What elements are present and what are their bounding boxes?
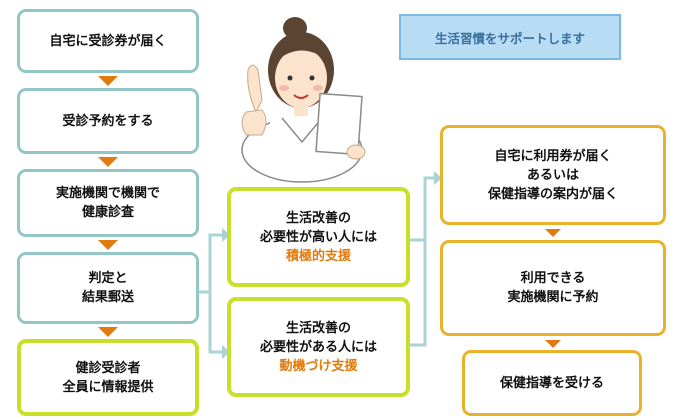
- step-book-checkup: 受診予約をする: [17, 88, 199, 154]
- motivational-support-box: 生活改善の 必要性がある人には 動機づけ支援: [227, 297, 410, 397]
- step-text-line: 健康診査: [81, 205, 134, 220]
- step-text-line: 健診受診者: [75, 360, 141, 376]
- box-text-line: 必要性が高い人には: [259, 229, 377, 245]
- step-book-provider: 利用できる 実施機関に予約: [440, 240, 666, 336]
- step-receive-guidance: 保健指導を受ける: [462, 350, 642, 416]
- arrowhead-intensive: [222, 228, 230, 242]
- motivational-support-label: 動機づけ支援: [279, 358, 358, 374]
- intensive-support-label: 積極的支援: [285, 248, 351, 264]
- down-arrow-1: [98, 76, 118, 86]
- down-arrow-right-2: [545, 340, 561, 348]
- step-receive-checkup-ticket: 自宅に受診券が届く: [17, 9, 199, 73]
- step-text-line: 自宅に利用券が届く: [494, 148, 612, 164]
- step-text-line: 実施機関に予約: [507, 290, 599, 305]
- step-text-line: 自宅に受診券が届く: [49, 33, 167, 49]
- down-arrow-2: [98, 157, 118, 167]
- down-arrow-4: [98, 327, 118, 337]
- step-text-line: 利用できる: [520, 271, 586, 286]
- step-result-mailing: 判定と 結果郵送: [17, 252, 199, 324]
- step-text-line: 結果郵送: [81, 290, 134, 305]
- down-arrow-3: [98, 240, 118, 250]
- connector-to-intensive: [198, 233, 222, 294]
- connector-to-motivational: [208, 292, 222, 354]
- arrowhead-right: [434, 171, 442, 185]
- step-text-line: 保健指導を受ける: [499, 375, 604, 391]
- step-receive-usage-ticket: 自宅に利用券が届く あるいは 保健指導の案内が届く: [440, 125, 666, 225]
- step-text-line: 判定と: [88, 271, 128, 286]
- connector-intensive-to-right: [410, 176, 434, 242]
- step-text-line: 実施機関で機関で: [55, 186, 160, 201]
- connector-motivational-to-right: [410, 240, 427, 347]
- box-text-line: 必要性がある人には: [259, 339, 377, 355]
- intensive-support-box: 生活改善の 必要性が高い人には 積極的支援: [227, 187, 410, 287]
- support-callout: 生活習慣をサポートします: [399, 14, 621, 60]
- step-info-provision: 健診受診者 全員に情報提供: [17, 339, 199, 416]
- woman-illustration: [241, 17, 366, 183]
- down-arrow-right-1: [545, 229, 561, 237]
- step-text-line: 全員に情報提供: [62, 379, 154, 395]
- arrowhead-motivational: [222, 345, 230, 359]
- step-text-line: あるいは: [526, 167, 579, 183]
- step-health-checkup: 実施機関で機関で 健康診査: [17, 169, 199, 237]
- box-text-line: 生活改善の: [285, 320, 351, 336]
- step-text-line: 受診予約をする: [62, 113, 154, 129]
- step-text-line: 保健指導の案内が届く: [487, 186, 618, 202]
- box-text-line: 生活改善の: [285, 210, 351, 226]
